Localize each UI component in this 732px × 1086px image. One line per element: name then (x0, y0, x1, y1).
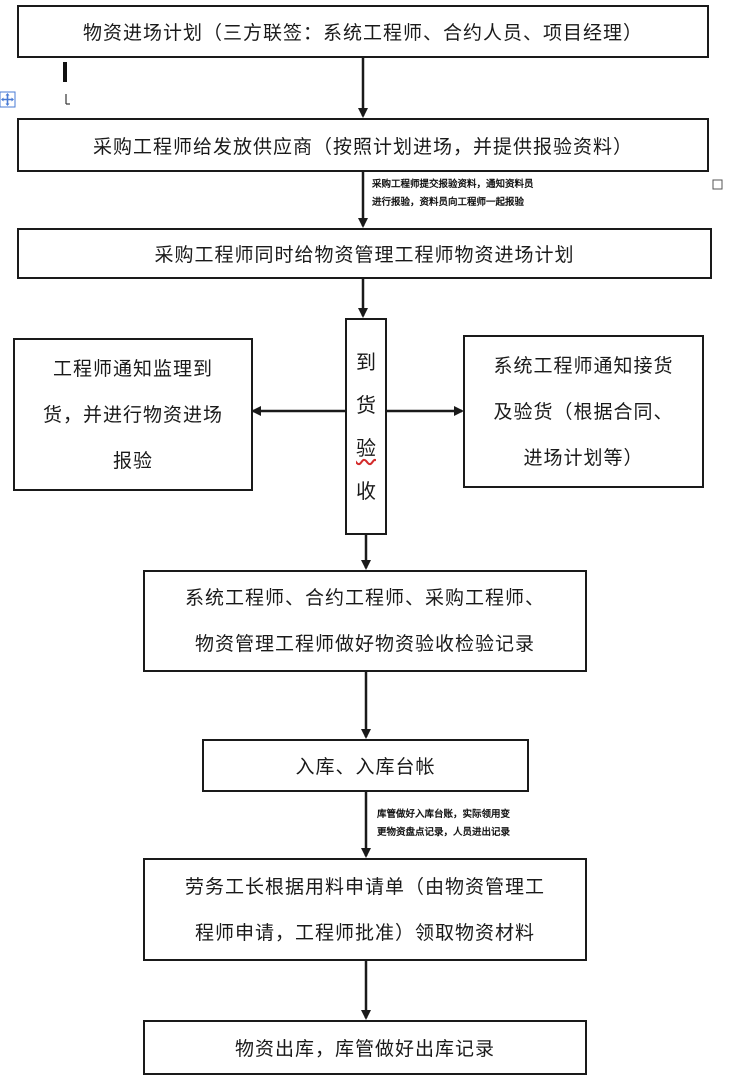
step-material-entry-plan: 物资进场计划（三方联签：系统工程师、合约人员、项目经理） (17, 5, 709, 58)
step-plan-to-material-manager-text: 采购工程师同时给物资管理工程师物资进场计划 (154, 244, 575, 266)
step-plan-to-material-manager: 采购工程师同时给物资管理工程师物资进场计划 (17, 228, 712, 279)
note-submit-inspection: 采购工程师提交报验资料，通知资料员 进行报验，资料员向工程师一起报验 (372, 179, 534, 208)
step-arrival-acceptance: 到 货 验 收 (345, 318, 387, 535)
step-warehouse-exit: 物资出库，库管做好出库记录 (143, 1020, 587, 1075)
step-warehouse-entry-text: 入库、入库台帐 (295, 756, 436, 778)
step-notify-receive-check: 系统工程师通知接货 及验货（根据合同、 进场计划等） (463, 335, 704, 488)
move-handle-icon (0, 91, 16, 108)
resize-handle-mark (712, 179, 723, 190)
step-purchasing-to-supplier-text: 采购工程师给发放供应商（按照计划进场，并提供报验资料） (92, 135, 633, 158)
step-notify-supervisor: 工程师通知监理到 货，并进行物资进场 报验 (13, 338, 253, 491)
note-warehouse-ledger: 库管做好入库台账，实际领用变 更物资盘点记录，人员进出记录 (377, 809, 511, 838)
step-warehouse-exit-text: 物资出库，库管做好出库记录 (234, 1038, 495, 1060)
step-acceptance-record: 系统工程师、合约工程师、采购工程师、 物资管理工程师做好物资验收检验记录 (143, 570, 587, 672)
step-warehouse-entry: 入库、入库台帐 (202, 739, 529, 792)
step-material-entry-plan-text: 物资进场计划（三方联签：系统工程师、合约人员、项目经理） (82, 22, 643, 44)
step-purchasing-to-supplier: 采购工程师给发放供应商（按照计划进场，并提供报验资料） (17, 118, 709, 172)
step-material-requisition: 劳务工长根据用料申请单（由物资管理工 程师申请，工程师批准）领取物资材料 (143, 858, 587, 961)
text-cursor-mark (63, 62, 67, 82)
